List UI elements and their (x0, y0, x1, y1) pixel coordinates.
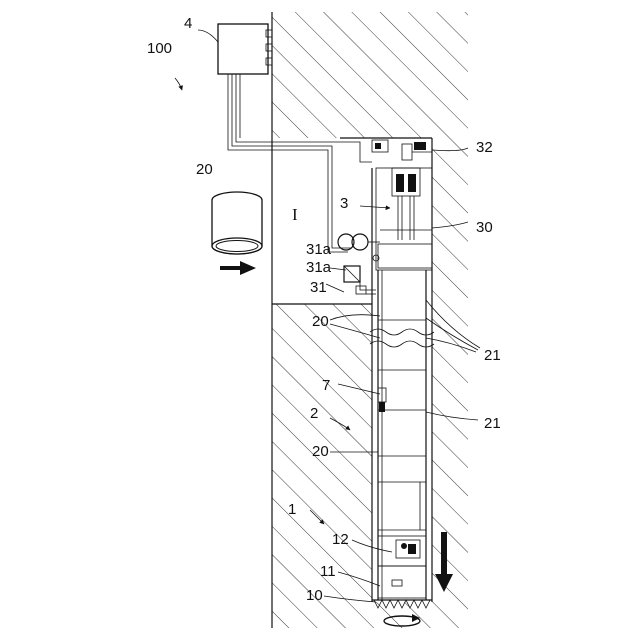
control-unit (218, 24, 272, 74)
label-31a-a: 31a (306, 241, 332, 258)
label-1: 1 (288, 501, 296, 518)
label-shaft: I (292, 205, 298, 224)
label-control-unit: 4 (184, 15, 192, 32)
label-system: 100 (147, 40, 172, 57)
label-unit-3: 3 (340, 195, 348, 212)
label-21-lower: 21 (484, 415, 501, 432)
pipe-segment-roll (212, 192, 262, 254)
label-2: 2 (310, 405, 318, 422)
label-32: 32 (476, 139, 493, 156)
label-21-upper: 21 (484, 347, 501, 364)
label-11: 11 (320, 563, 336, 580)
label-10: 10 (306, 587, 323, 604)
feed-arrow-icon (220, 261, 256, 275)
label-segment-roll: 20 (196, 161, 213, 178)
ground-hatching (272, 12, 468, 628)
label-20-lower: 20 (312, 443, 329, 460)
label-30: 30 (476, 219, 493, 236)
label-7: 7 (322, 377, 330, 394)
label-31a: 31a (306, 259, 332, 276)
label-31: 31 (310, 279, 327, 296)
label-12: 12 (332, 531, 349, 548)
label-20-upper: 20 (312, 313, 329, 330)
